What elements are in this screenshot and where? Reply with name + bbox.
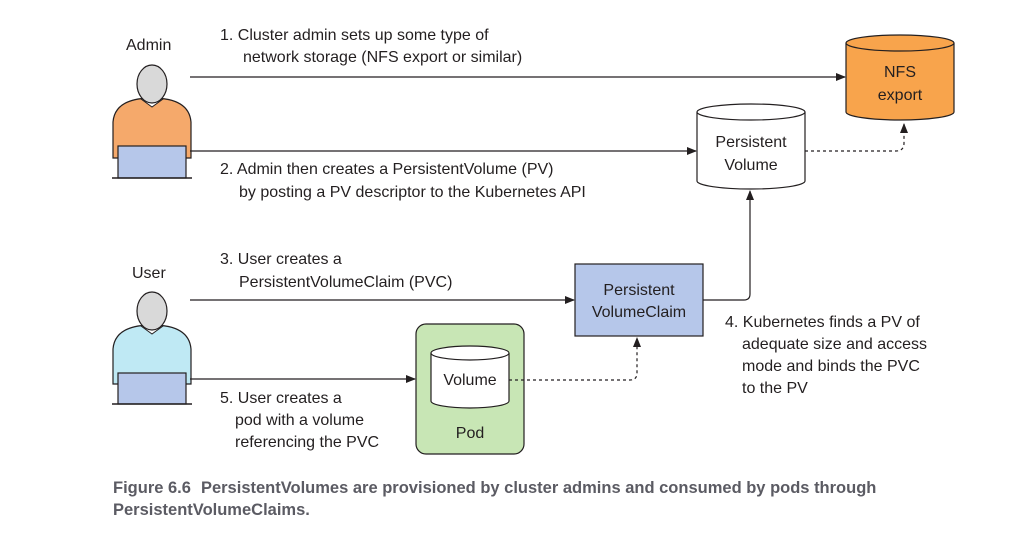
- step1-line2: network storage (NFS export or similar): [243, 49, 523, 66]
- pod-volume-label: Volume: [443, 372, 497, 389]
- pod-label: Pod: [455, 425, 485, 442]
- pvc-line1: Persistent: [603, 282, 675, 299]
- step1-text: 1. Cluster admin sets up some type of ne…: [220, 26, 522, 68]
- nfs-line2: export: [877, 87, 923, 104]
- pod-volume-cylinder: [430, 345, 510, 409]
- admin-label: Admin: [126, 37, 172, 54]
- step5-line3: referencing the PVC: [235, 434, 380, 451]
- caption-text: PersistentVolumes are provisioned by clu…: [113, 479, 877, 519]
- nfs-export-cylinder: [845, 34, 955, 121]
- nfs-export-label: NFS export: [846, 63, 954, 106]
- persistent-volume-label: Persistent Volume: [697, 133, 805, 176]
- user-head: [136, 291, 168, 331]
- admin-person-icon: [112, 64, 192, 179]
- step3-text: 3. User creates a PersistentVolumeClaim …: [220, 250, 452, 293]
- pv-line2: Volume: [724, 157, 778, 174]
- step5-text: 5. User creates a pod with a volume refe…: [220, 389, 379, 453]
- step2-text: 2. Admin then creates a PersistentVolume…: [220, 160, 586, 203]
- persistent-volume-claim-label: Persistent VolumeClaim: [575, 281, 703, 323]
- user-label: User: [132, 265, 166, 282]
- persistent-volume-cylinder: [696, 103, 806, 190]
- user-laptop: [117, 372, 187, 405]
- step3-line2: PersistentVolumeClaim (PVC): [239, 274, 453, 291]
- dashed-arrow-volume-to-pvc: [509, 337, 641, 381]
- admin-laptop: [117, 145, 187, 179]
- pv-line1: Persistent: [715, 134, 787, 151]
- step3-line1: 3. User creates a: [220, 251, 342, 268]
- step4-line4: to the PV: [742, 380, 808, 397]
- step5-line2: pod with a volume: [235, 412, 364, 429]
- step1-line1: 1. Cluster admin sets up some type of: [220, 27, 489, 44]
- step4-text: 4. Kubernetes finds a PV of adequate siz…: [725, 313, 927, 399]
- step2-line2: by posting a PV descriptor to the Kubern…: [239, 184, 586, 201]
- caption-label: Figure 6.6: [113, 479, 191, 497]
- step2-line1: 2. Admin then creates a PersistentVolume…: [220, 161, 554, 178]
- step4-line1: 4. Kubernetes finds a PV of: [725, 314, 920, 331]
- dashed-arrow-pv-to-nfs: [805, 123, 908, 152]
- step5-line1: 5. User creates a: [220, 390, 342, 407]
- nfs-line1: NFS: [884, 64, 916, 81]
- step4-line2: adequate size and access: [742, 336, 928, 353]
- user-person-icon: [112, 291, 192, 405]
- admin-head: [136, 64, 168, 104]
- arrow-pvc-to-pv: [703, 190, 754, 301]
- pvc-line2: VolumeClaim: [591, 304, 687, 321]
- step4-line3: mode and binds the PVC: [742, 358, 920, 375]
